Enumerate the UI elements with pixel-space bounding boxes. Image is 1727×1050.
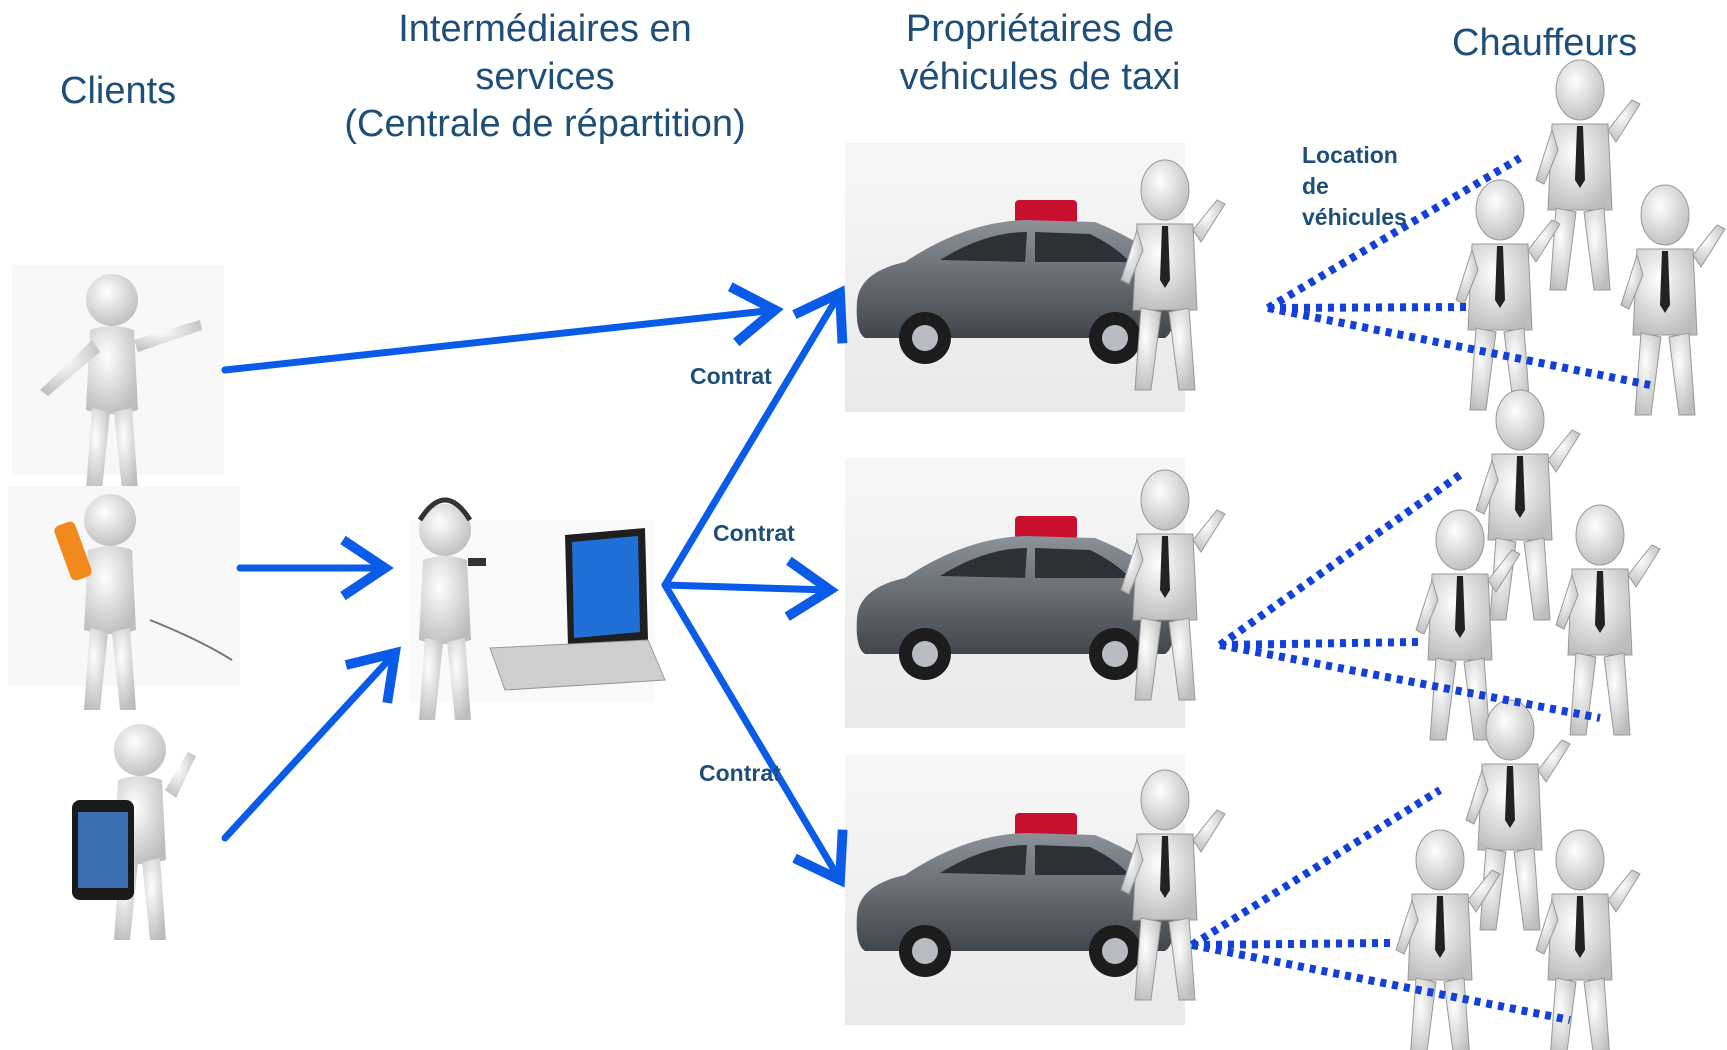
intermediaries-heading-line2: services (475, 55, 615, 98)
vehicle-rental-label-line3: véhicules (1302, 204, 1407, 231)
contract-label-3: Contrat (699, 760, 781, 786)
intermediaries-heading-line1: Intermédiaires en (398, 8, 692, 50)
driver-figure (1555, 504, 1661, 736)
client-with-smartphone-figure (72, 724, 196, 940)
drivers-heading: Chauffeurs (1452, 22, 1638, 64)
contract-label-2: Contrat (713, 520, 795, 546)
owners-heading: Propriétaires de véhicules de taxi (860, 6, 1220, 101)
rental-line (1267, 304, 1651, 389)
client-gesturing-figure (12, 265, 224, 490)
rental-line (1191, 941, 1571, 1024)
arrow-client-to-owner-1 (221, 282, 784, 374)
rental-line (1219, 638, 1419, 649)
rental-line (1189, 786, 1443, 949)
rental-line (1217, 471, 1463, 649)
arrow-dispatcher-to-owner-2 (661, 556, 839, 621)
driver-figure (1395, 829, 1501, 1050)
driver-figure (1455, 179, 1561, 411)
arrow-dispatcher-to-owner-3 (661, 581, 848, 888)
driver-figure (1535, 829, 1641, 1050)
arrow-dispatcher-to-owner-1 (661, 285, 848, 589)
vehicle-rental-label-line2: de (1302, 173, 1329, 200)
client-on-phone-figure (8, 486, 240, 710)
owners-heading-line1: Propriétaires de (905, 8, 1175, 50)
vehicle-rental-label-line1: Location (1302, 142, 1398, 168)
rental-line (1219, 641, 1601, 722)
intermediaries-heading-line3: (Centrale de répartition) (344, 103, 746, 145)
arrow-app-client-to-dispatcher (221, 646, 401, 842)
rental-line (1191, 939, 1391, 949)
laptop-icon (489, 528, 666, 691)
vehicle-rental-label: Location de véhicules (1302, 140, 1407, 233)
clients-heading: Clients (60, 70, 177, 112)
intermediaries-heading: Intermédiaires en services (Centrale de … (310, 6, 780, 149)
taxi-car-1 (845, 142, 1185, 412)
rental-line (1265, 154, 1523, 312)
rental-line (1267, 303, 1469, 312)
owners-heading-line2: véhicules de taxi (899, 55, 1181, 98)
contract-label-1: Contrat (690, 363, 772, 389)
driver-figure (1535, 59, 1641, 291)
headset-icon (417, 497, 473, 522)
